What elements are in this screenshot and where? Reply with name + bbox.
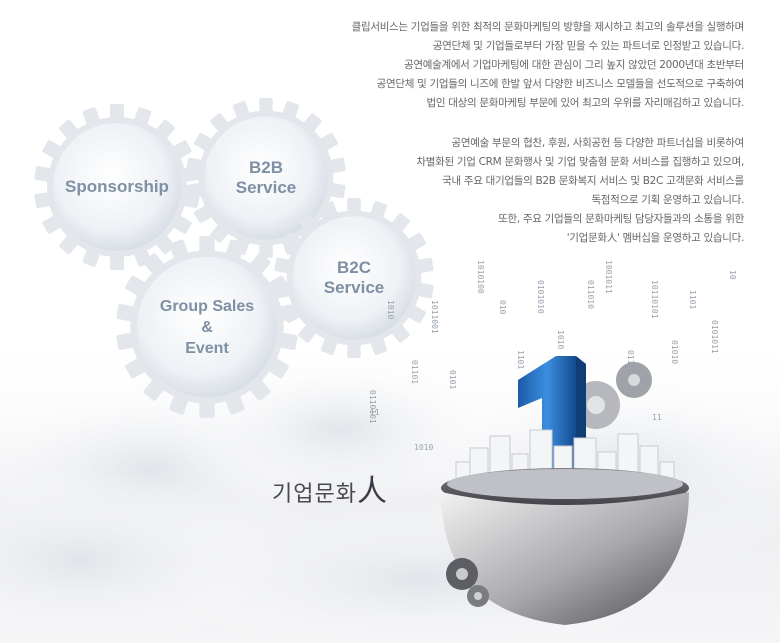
gear-b2c-service[interactable]: B2C Service	[274, 198, 434, 358]
intro-line: 공연예술계에서 기업마케팅에 대한 관심이 그리 높지 않았던 2000년대 초…	[404, 59, 744, 71]
intro-line: 차별화된 기업 CRM 문화행사 및 기업 맞춤형 문화 서비스를 집행하고 있…	[416, 156, 744, 168]
gear-b2b-service[interactable]: B2B Service	[186, 98, 346, 258]
svg-text:10110101: 10110101	[650, 280, 659, 319]
svg-text:0110101: 0110101	[368, 390, 377, 424]
gear-label-line: Event	[185, 339, 229, 357]
intro-line: 공연단체 및 기업들로부터 가장 믿을 수 있는 파트너로 인정받고 있습니다.	[432, 40, 744, 52]
brand-text: 기업문화	[272, 482, 357, 507]
svg-text:1010100: 1010100	[476, 260, 485, 294]
intro-line: 클립서비스는 기업들을 위한 최적의 문화마케팅의 방향을 제시하고 최고의 솔…	[351, 21, 745, 33]
intro-line: '기업문화人' 멤버십을 운영하고 있습니다.	[566, 232, 745, 244]
gear-label-line: Service	[323, 278, 385, 297]
binary-rain: 0110101 1010 01101 1011001 0101 1010100 …	[368, 260, 737, 452]
data-city-illustration: 0110101 1010 01101 1011001 0101 1010100 …	[368, 260, 737, 625]
svg-text:0101: 0101	[448, 370, 457, 389]
svg-text:1101: 1101	[688, 290, 697, 309]
svg-text:10: 10	[728, 270, 737, 280]
intro-line: 독점적으로 기획 운영하고 있습니다.	[591, 194, 744, 206]
intro-line: 또한, 주요 기업들의 문화마케팅 담당자들과의 소통을 위한	[498, 213, 744, 225]
svg-text:010: 010	[498, 300, 507, 315]
gear-sponsorship[interactable]: Sponsorship	[34, 104, 200, 270]
intro-line: 공연예술 부문의 협찬, 후원, 사회공헌 등 다양한 파트너십을 비롯하여	[451, 137, 745, 149]
intro-paragraph-1: 클립서비스는 기업들을 위한 최적의 문화마케팅의 방향을 제시하고 최고의 솔…	[274, 18, 745, 113]
svg-text:1010: 1010	[386, 300, 395, 319]
gear-label-line: Group Sales	[159, 297, 255, 315]
intro-line: 법인 대상의 문화마케팅 부문에 있어 최고의 우위를 자리매김하고 있습니다.	[426, 97, 745, 109]
svg-text:11: 11	[370, 408, 380, 417]
intro-line: 국내 주요 대기업들의 B2B 문화복지 서비스 및 B2C 고객문화 서비스를	[442, 175, 744, 187]
svg-text:1011001: 1011001	[430, 300, 439, 334]
gear-label-line: Service	[235, 178, 297, 197]
brand-title: 기업문화人	[272, 466, 388, 510]
gear-label-line: Sponsorship	[65, 177, 169, 196]
brand-char: 人	[356, 474, 388, 509]
svg-text:1010: 1010	[556, 330, 565, 349]
svg-text:0110: 0110	[626, 350, 635, 369]
svg-text:1101: 1101	[516, 350, 525, 369]
gear-group-sales-event[interactable]: Group Sales & Event	[116, 236, 298, 418]
intro-line: 공연단체 및 기업들의 니즈에 한발 앞서 다양한 비즈니스 모델들을 선도적으…	[376, 78, 745, 90]
gear-label-line: &	[201, 318, 213, 336]
gear-label-line: B2B	[248, 158, 283, 177]
svg-text:1001011: 1001011	[604, 260, 613, 294]
svg-text:01101: 01101	[410, 360, 419, 384]
intro-paragraph-2: 공연예술 부문의 협찬, 후원, 사회공헌 등 다양한 파트너십을 비롯하여 차…	[274, 134, 744, 248]
svg-text:011010: 011010	[586, 280, 595, 309]
svg-text:11: 11	[652, 413, 662, 422]
dome	[441, 492, 689, 625]
svg-text:01010: 01010	[670, 340, 679, 364]
svg-text:0101011: 0101011	[710, 320, 719, 354]
gear-label-line: B2C	[336, 258, 371, 277]
svg-text:0101010: 0101010	[536, 280, 545, 314]
small-gears-icon	[446, 558, 489, 607]
svg-text:1010: 1010	[414, 443, 433, 452]
